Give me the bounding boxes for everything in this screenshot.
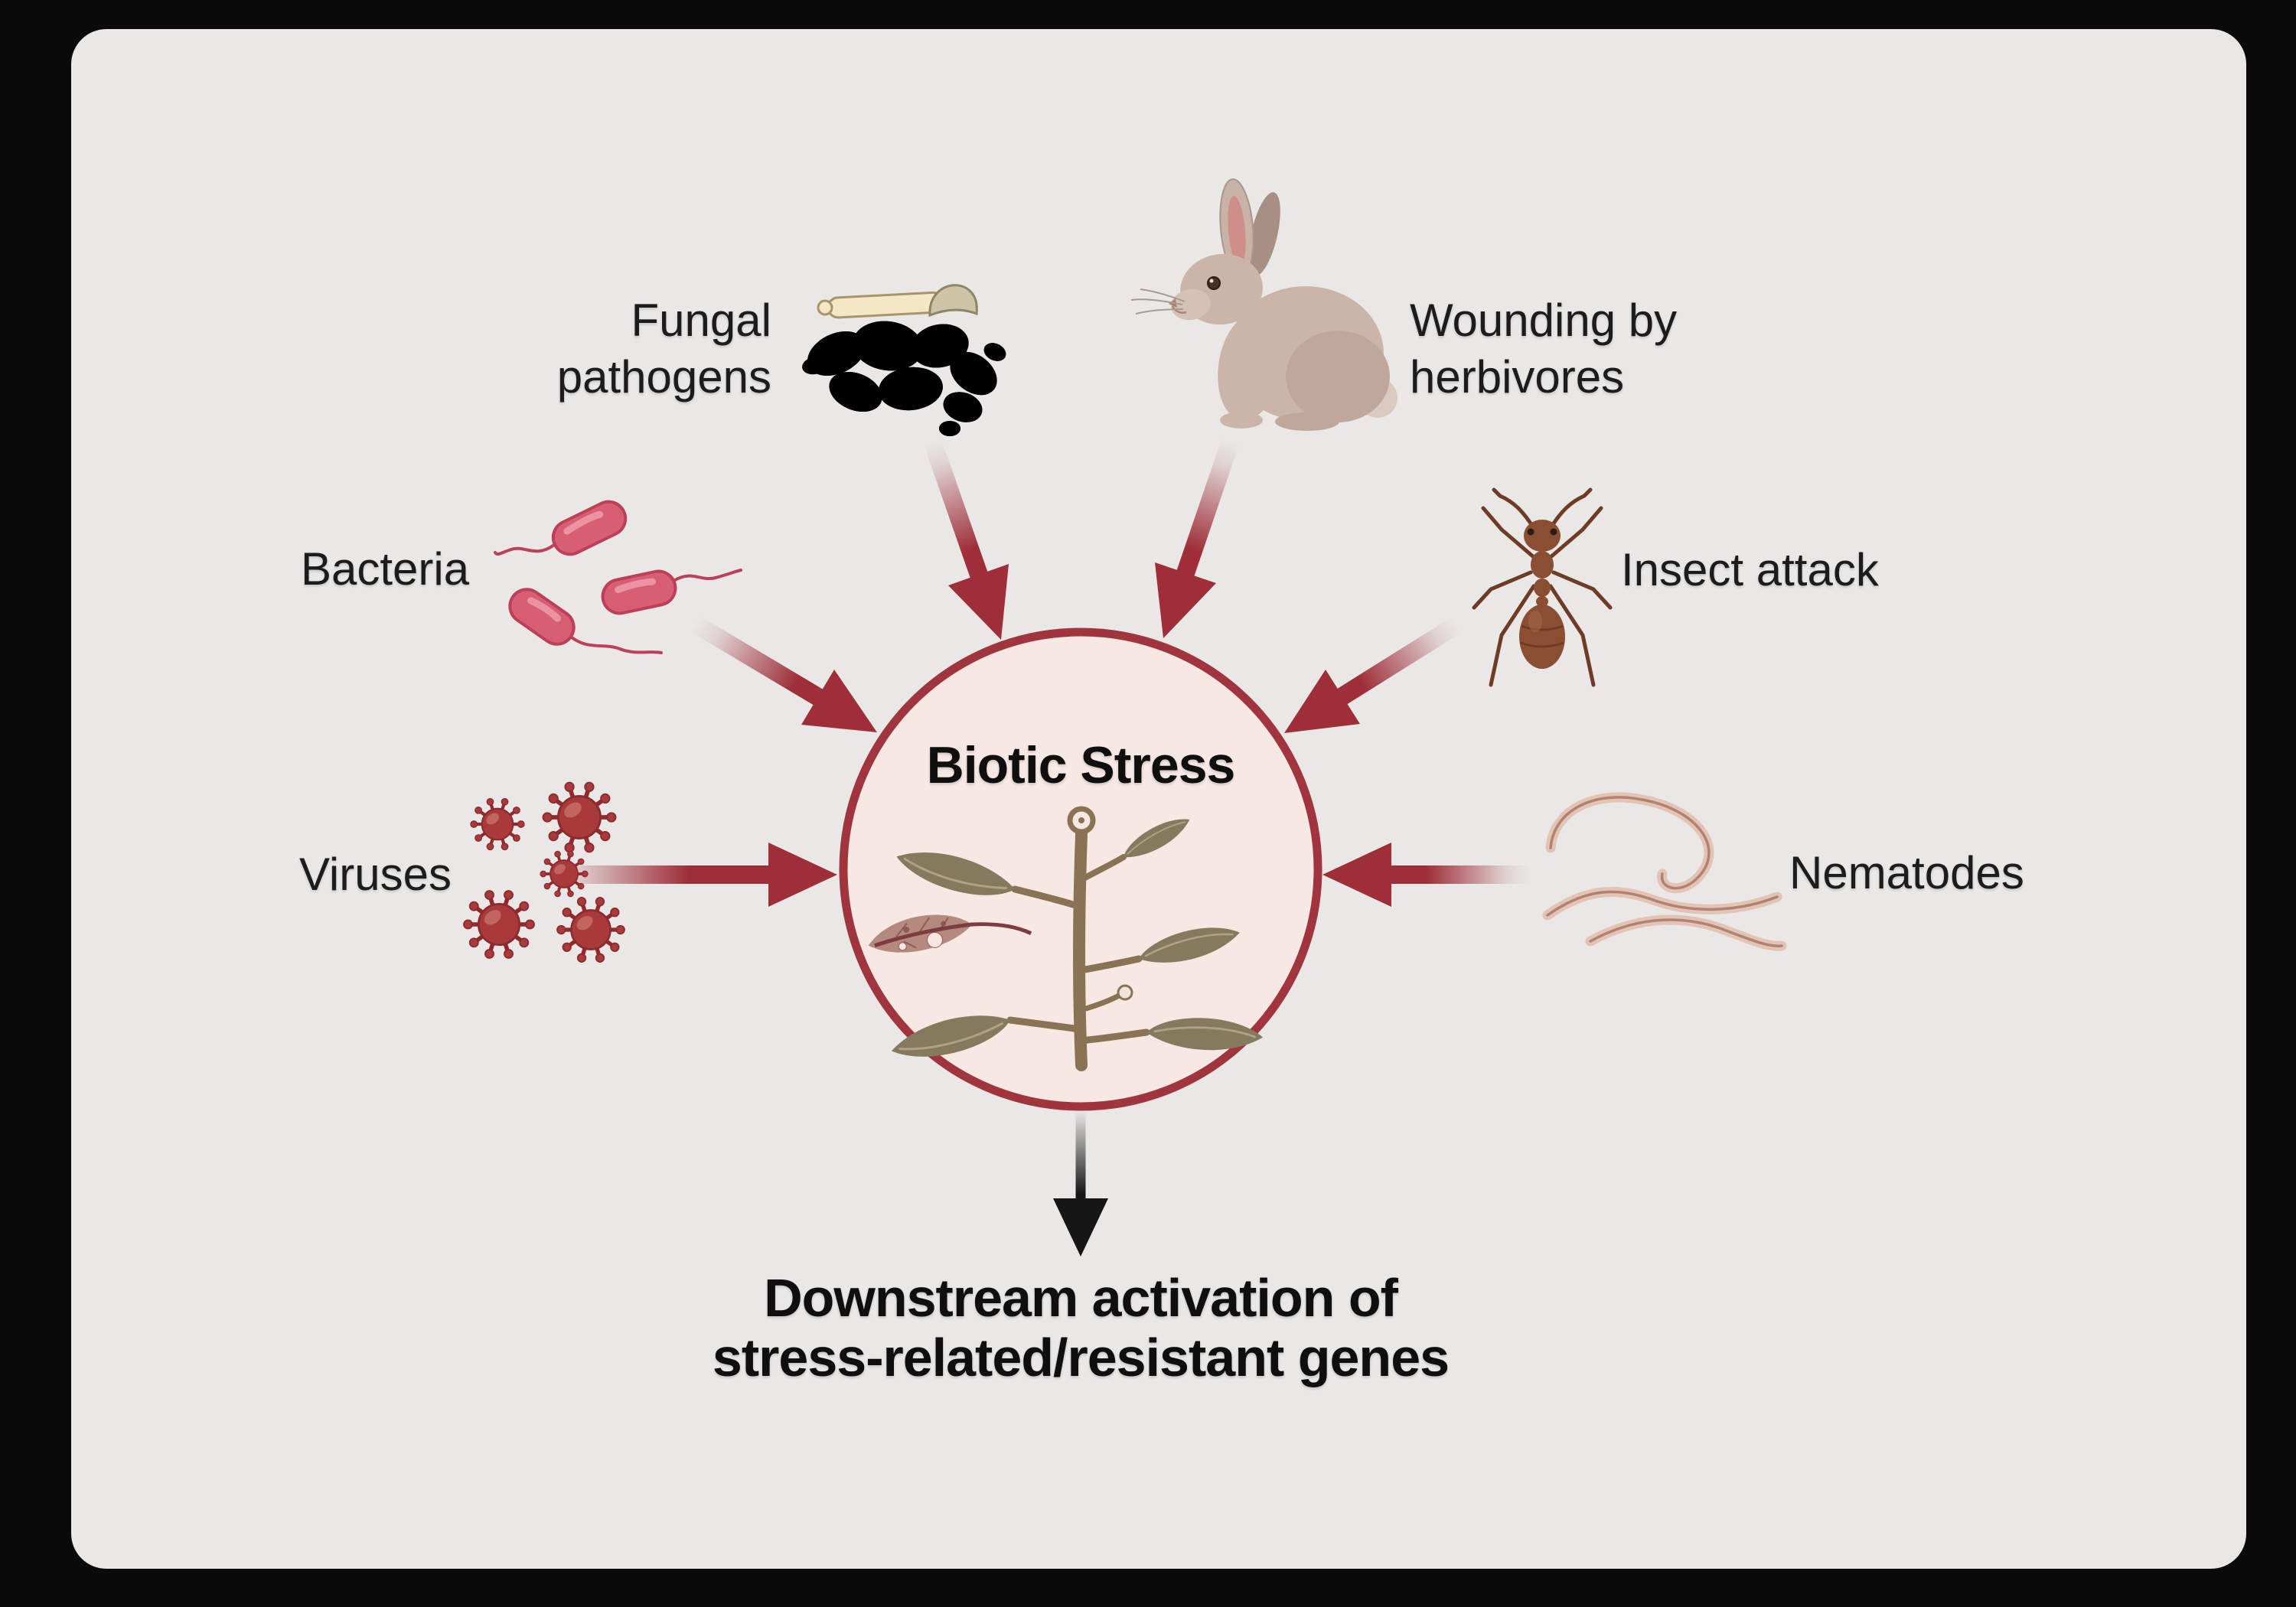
diseased-leaf-icon: [868, 914, 1032, 953]
label-wounding-by-herbivores: Wounding by herbivores: [1410, 292, 1677, 406]
label-fungal-pathogens: Fungal pathogens: [557, 292, 771, 406]
label-line: pathogens: [556, 351, 771, 403]
label-nematodes: Nematodes: [1789, 847, 2024, 898]
biotic-stress-title: Biotic Stress: [926, 736, 1236, 794]
label-line: herbivores: [1410, 351, 1625, 403]
label-line: Fungal: [631, 295, 771, 346]
arrow-insect-to-stress: [1284, 616, 1463, 733]
arrow-herbivore-to-stress: [1155, 438, 1240, 638]
arrow-nematodes-to-stress: [1322, 843, 1531, 907]
ant-icon: [1472, 487, 1613, 687]
outcome-line-1: Downstream activation of: [764, 1268, 1398, 1328]
bacteria-icon: [494, 500, 742, 654]
label-line: Wounding by: [1410, 295, 1678, 346]
label-insect-attack: Insect attack: [1621, 544, 1879, 595]
outcome-text: Downstream activation of stress-related/…: [698, 1268, 1463, 1387]
label-viruses: Viruses: [299, 849, 452, 900]
label-bacteria: Bacteria: [301, 543, 470, 595]
outcome-line-2: stress-related/resistant genes: [712, 1328, 1450, 1387]
fungal-pathogens-icon: [800, 284, 1009, 436]
nematodes-icon: [1542, 792, 1787, 951]
rabbit-icon: [1130, 178, 1397, 431]
arrow-stress-to-downstream: [1053, 1111, 1108, 1257]
arrow-bacteria-to-stress: [690, 615, 877, 732]
arrow-fungal-to-stress: [923, 438, 1009, 640]
stressed-plant-icon: [868, 806, 1266, 1071]
